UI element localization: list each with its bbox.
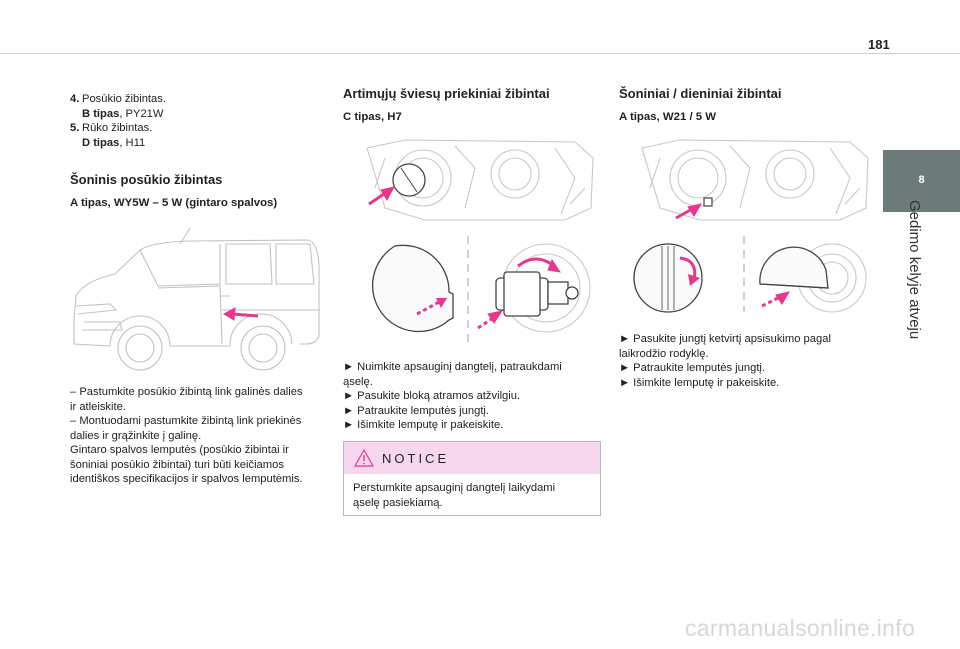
section-heading: Artimųjų šviesų priekiniai žibintai	[343, 86, 550, 101]
side-light-instructions: ► Pasukite jungtį ketvirtį apsisukimo pa…	[619, 332, 879, 390]
section-heading: Šoniniai / dieniniai žibintai	[619, 86, 782, 101]
watermark[interactable]: carmanualsonline.info	[685, 615, 916, 641]
type-label: D tipas	[82, 136, 120, 149]
step-line: ► Išimkite lemputę ir pakeiskite.	[619, 376, 780, 389]
paragraph-line: – Pastumkite posūkio žibintą link galinė…	[70, 386, 303, 398]
paragraph-line: identiškos specifikacijos ir spalvos lem…	[70, 473, 303, 485]
step-line: ► Nuimkite apsauginį dangtelį, patraukda…	[343, 361, 562, 373]
protective-cap-illustration	[371, 244, 454, 333]
step-line: ► Patraukite lemputės jungtį.	[619, 362, 766, 374]
step-line: laikrodžio rodyklę.	[619, 347, 709, 360]
warning-triangle-icon	[353, 448, 375, 467]
section-subheading: A tipas, WY5W – 5 W (gintaro spalvos)	[70, 197, 278, 209]
list-item-text: Rūko žibintas.	[82, 122, 153, 134]
list-item-detail: B tipas, PY21W	[70, 107, 310, 122]
step-line: ► Patraukite lemputės jungtį.	[343, 404, 490, 417]
van-side-light-illustration	[73, 227, 320, 371]
list-item-detail: D tipas, H11	[70, 136, 310, 151]
type-label: B tipas	[82, 107, 120, 120]
notice-text: Perstumkite apsauginį dangtelį laikydami…	[353, 481, 593, 511]
section-subheading: A tipas, W21 / 5 W	[619, 111, 717, 123]
step-line: ► Pasukite bloką atramos atžvilgiu.	[343, 390, 521, 402]
connector-rotate-illustration	[633, 243, 703, 313]
section-heading: Šoninis posūkio žibintas	[70, 172, 223, 187]
notice-header: NOTICE	[344, 442, 600, 474]
headlamp-rear-illustration	[366, 139, 594, 221]
figure-divider	[467, 236, 469, 344]
step-line: ► Išimkite lemputę ir pakeiskite.	[343, 419, 504, 431]
list-item: 4. Posūkio žibintas.	[70, 92, 310, 107]
list-item: 5. Rūko žibintas.	[70, 121, 310, 136]
section-tab-number: 8	[918, 174, 925, 186]
headlamp-side-light-illustration	[641, 139, 869, 221]
section-tab: 8	[883, 150, 960, 212]
paragraph-line: Gintaro spalvos lemputės (posūkio žibint…	[70, 444, 289, 456]
notice-title: NOTICE	[382, 451, 450, 466]
notice-line: ąselę pasiekiamą.	[353, 497, 443, 509]
bulb-spec: , H11	[119, 136, 146, 149]
list-item-number: 5.	[70, 122, 80, 134]
side-indicator-instructions: – Pastumkite posūkio žibintą link galinė…	[70, 385, 330, 487]
list-item-text: Posūkio žibintas.	[82, 93, 166, 105]
step-line: ąselę.	[343, 375, 373, 388]
notice-line: Perstumkite apsauginį dangtelį laikydami	[353, 482, 556, 494]
figure-divider	[743, 236, 745, 312]
bulb-spec: , PY21W	[119, 107, 164, 120]
paragraph-line: šoniniai posūkio žibintai) turi būti kei…	[70, 458, 284, 471]
list-item-number: 4.	[70, 93, 80, 105]
bulb-unit-illustration	[477, 243, 591, 333]
low-beam-instructions: ► Nuimkite apsauginį dangtelį, patraukda…	[343, 360, 608, 433]
step-line: ► Pasukite jungtį ketvirtį apsisukimo pa…	[619, 333, 831, 345]
notice-box: NOTICE Perstumkite apsauginį dangtelį la…	[343, 441, 601, 516]
paragraph-line: ir atleiskite.	[70, 400, 126, 413]
paragraph-line: – Montuodami pastumkite žibintą link pri…	[70, 415, 302, 427]
bulb-list: 4. Posūkio žibintas. B tipas, PY21W 5. R…	[70, 92, 310, 150]
section-title: Gedimo kelyje atveju	[906, 200, 923, 340]
section-subheading: C tipas, H7	[343, 111, 402, 123]
header-rule	[0, 53, 960, 54]
page-number: 181	[868, 37, 890, 52]
paragraph-line: dalies ir grąžinkite į galinę.	[70, 429, 202, 442]
bulb-holder-remove-illustration	[759, 243, 867, 313]
